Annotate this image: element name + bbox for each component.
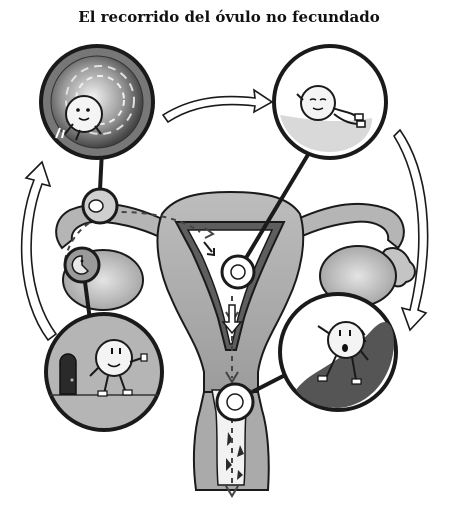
diagram-title: El recorrido del óvulo no fecundado bbox=[78, 8, 380, 26]
callout-uterus bbox=[220, 254, 256, 290]
ovum-bursting-from-follicle-icon bbox=[55, 95, 103, 141]
resting-circle bbox=[272, 44, 388, 160]
arrow-top bbox=[161, 88, 274, 124]
callout-tube-left bbox=[81, 187, 119, 225]
callout-cervix bbox=[215, 382, 255, 422]
ovulation-circle bbox=[39, 44, 155, 160]
arrow-left bbox=[20, 160, 58, 342]
door-icon bbox=[59, 353, 77, 395]
ovum-crying-icon bbox=[317, 321, 369, 385]
ovum-lying-icon bbox=[296, 85, 366, 128]
walking-circle bbox=[44, 312, 164, 432]
arrow-right bbox=[392, 128, 429, 332]
ovum-walking-icon bbox=[89, 339, 148, 397]
callout-ovary-left bbox=[63, 246, 101, 284]
fallopian-tube-right bbox=[296, 202, 405, 250]
ovum-arrow-small bbox=[203, 241, 215, 257]
uterus-down-arrow bbox=[221, 304, 243, 335]
sad-circle bbox=[278, 292, 398, 412]
